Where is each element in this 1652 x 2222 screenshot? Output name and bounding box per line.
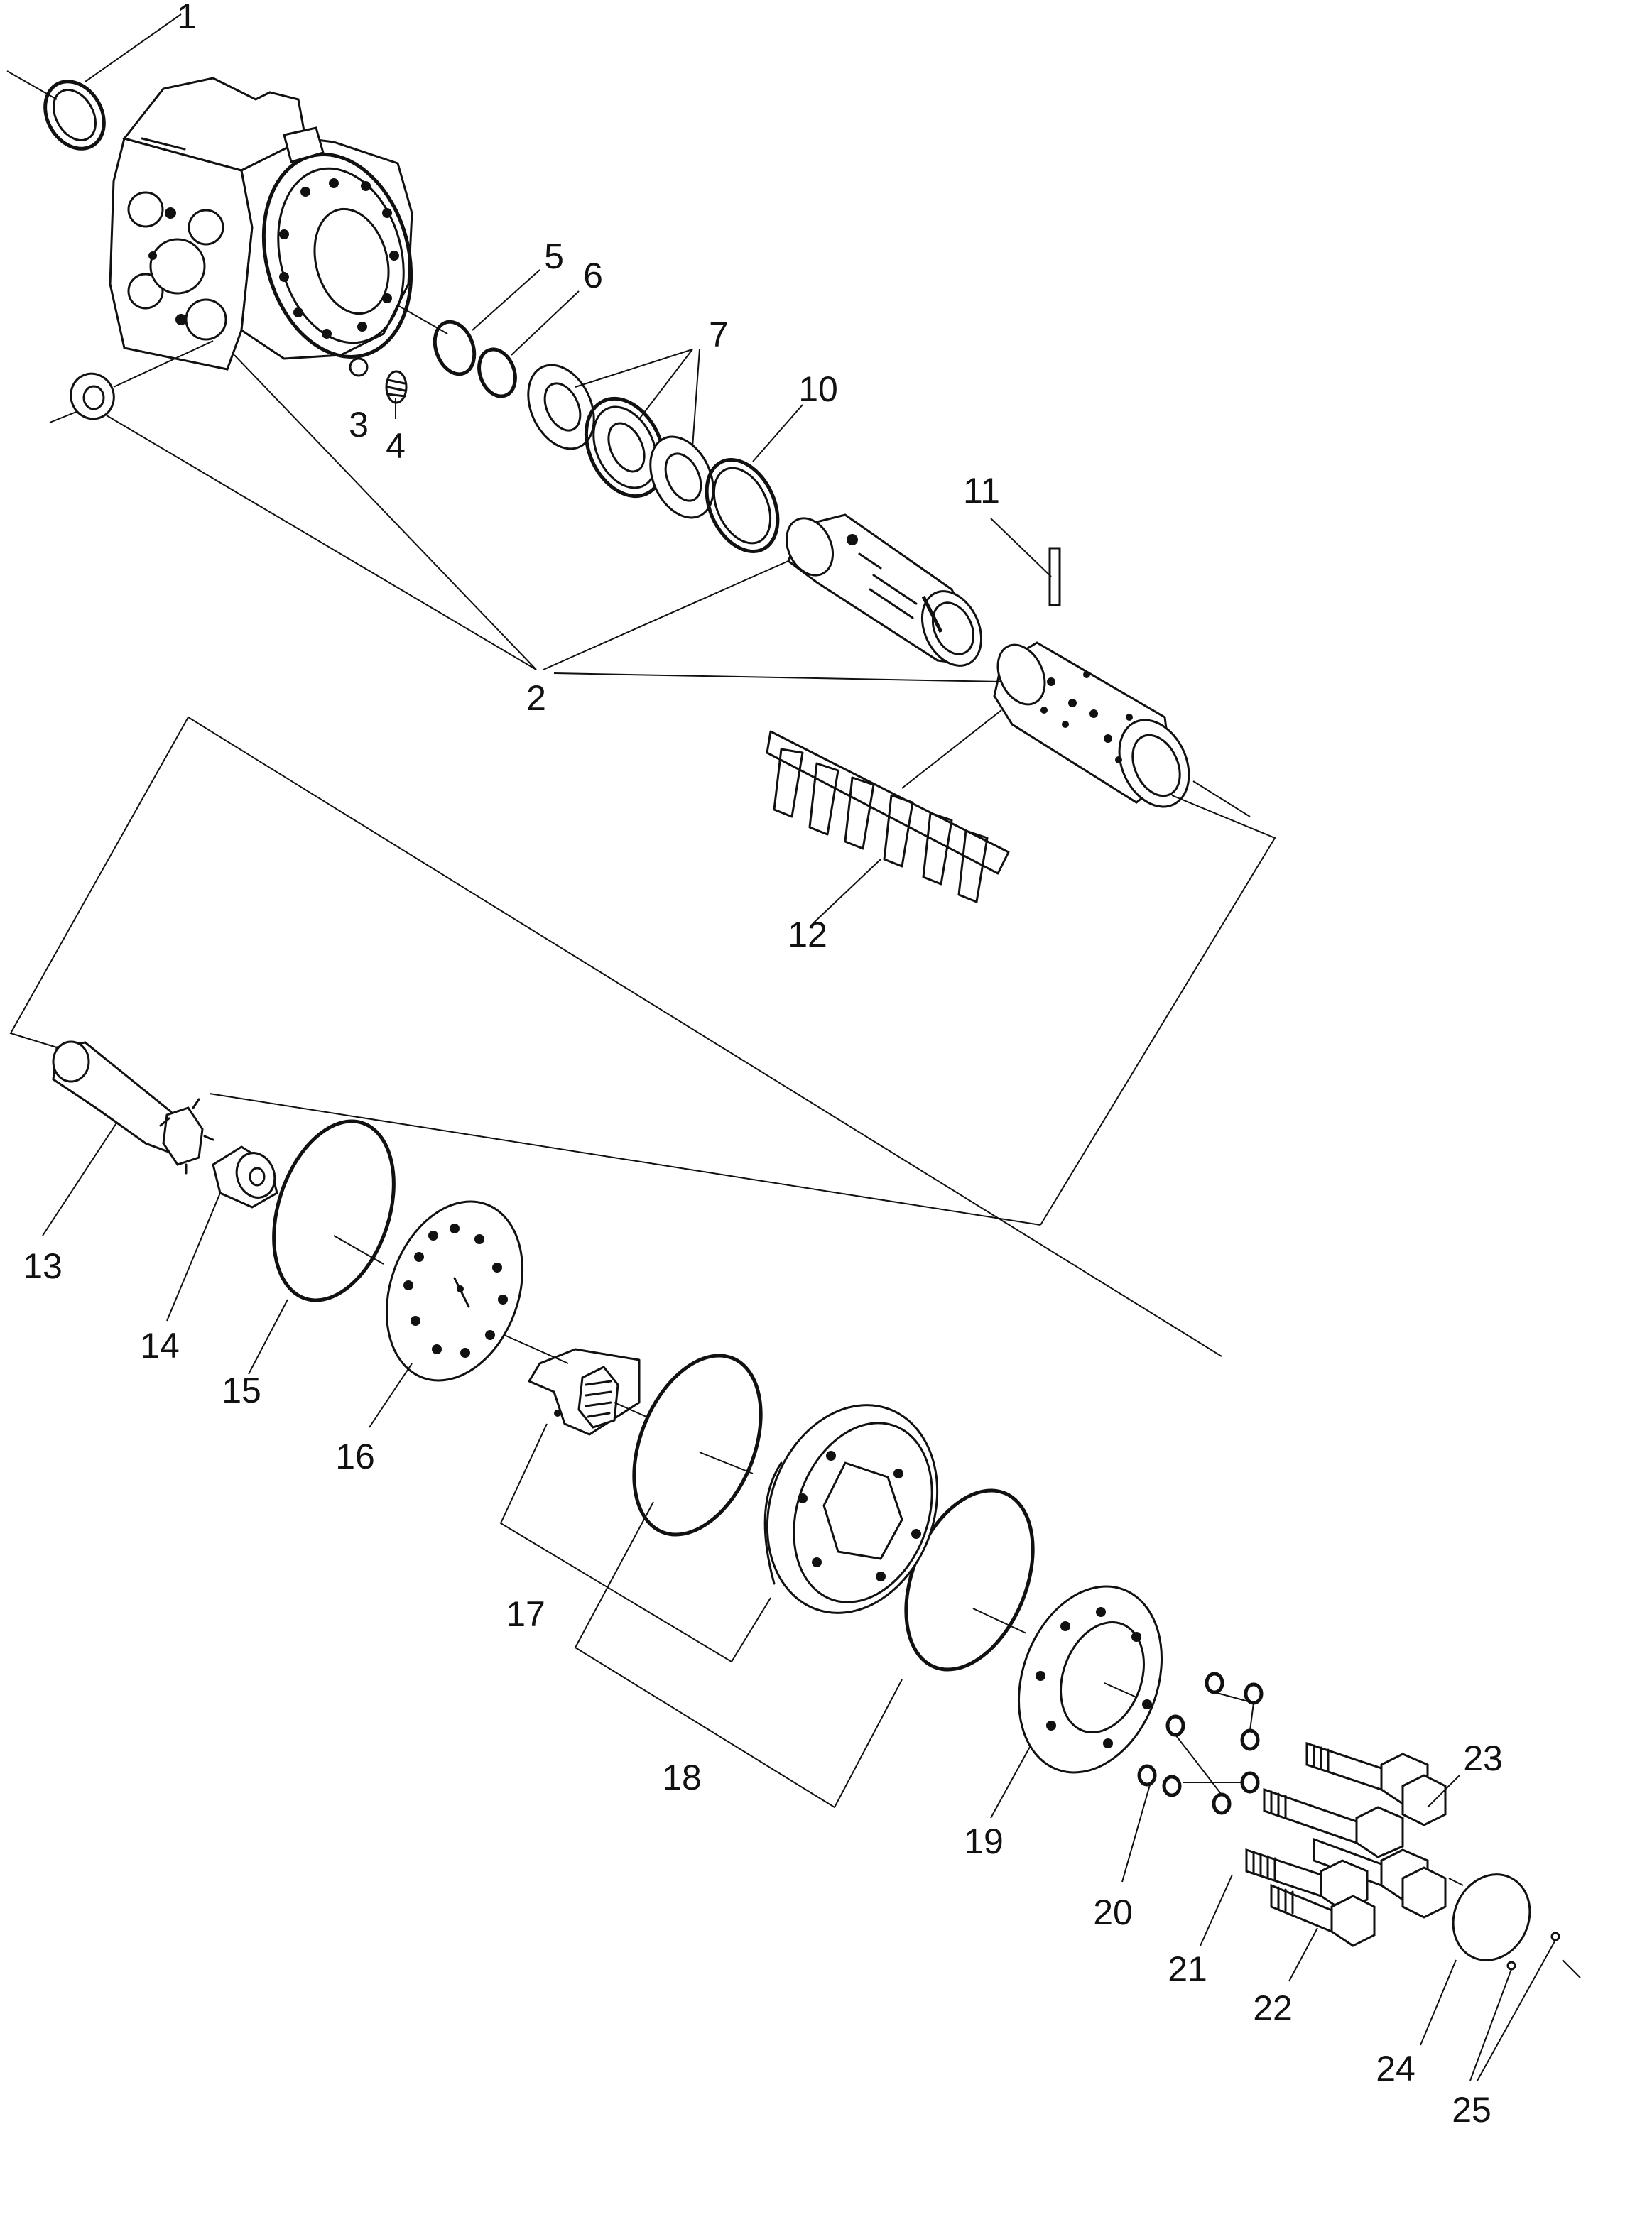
label-2: 2 [526,678,546,718]
part-13-drive-shaft [42,1040,214,1236]
part-12-springs [766,709,1010,924]
part-24-plate [1420,1873,1581,2046]
part-5-oring [433,320,477,376]
label-1: 1 [177,0,197,36]
part-16-plate [369,1200,569,1428]
label-10: 10 [798,369,838,409]
label-14: 14 [140,1326,180,1366]
label-3: 3 [349,405,369,445]
part-6-oring [477,347,517,398]
part-2-housing [109,77,413,371]
label-13: 13 [23,1246,63,1286]
label-5: 5 [544,236,564,276]
leaders-upper [85,13,803,462]
part-11-pin [990,518,1061,606]
label-22: 22 [1253,1988,1293,2028]
leaders-part-2 [106,354,1002,682]
label-16: 16 [335,1437,375,1476]
label-24: 24 [1376,2049,1415,2088]
label-20: 20 [1093,1892,1133,1932]
part-20-washers [1121,1672,1264,1883]
part-plug-fitting [70,340,214,420]
sleeve [993,641,1190,808]
gerotor-stator [763,1404,939,1614]
label-15: 15 [222,1371,261,1410]
part-15-seal [248,1119,396,1375]
label-4: 4 [386,426,406,466]
part-22-bolts [1270,1883,1376,1982]
brackets-17-18 [499,1423,903,1809]
spool [786,513,983,667]
label-18: 18 [662,1758,702,1797]
part-25-rivets [1469,1932,1560,2081]
label-19: 19 [964,1821,1004,1861]
label-25: 25 [1452,2090,1491,2130]
part-10-ring [705,458,780,553]
label-12: 12 [788,915,827,954]
label-17: 17 [506,1594,545,1634]
part-7-bearing-set [527,364,714,519]
label-21: 21 [1168,1949,1207,1989]
part-3-ball [349,357,369,377]
part-17-rotor [528,1348,647,1436]
part-1-oring [43,80,106,151]
assembly-bracket [9,717,1276,1357]
label-6: 6 [583,256,603,295]
label-7: 7 [709,315,729,354]
part-19-end-cap [990,1585,1163,1819]
label-11: 11 [963,471,1000,511]
part-14-spacer [166,1145,278,1322]
part-labels: 1 5 6 7 10 11 3 4 2 12 13 14 15 16 17 18… [23,0,1503,2130]
label-23: 23 [1463,1738,1503,1778]
